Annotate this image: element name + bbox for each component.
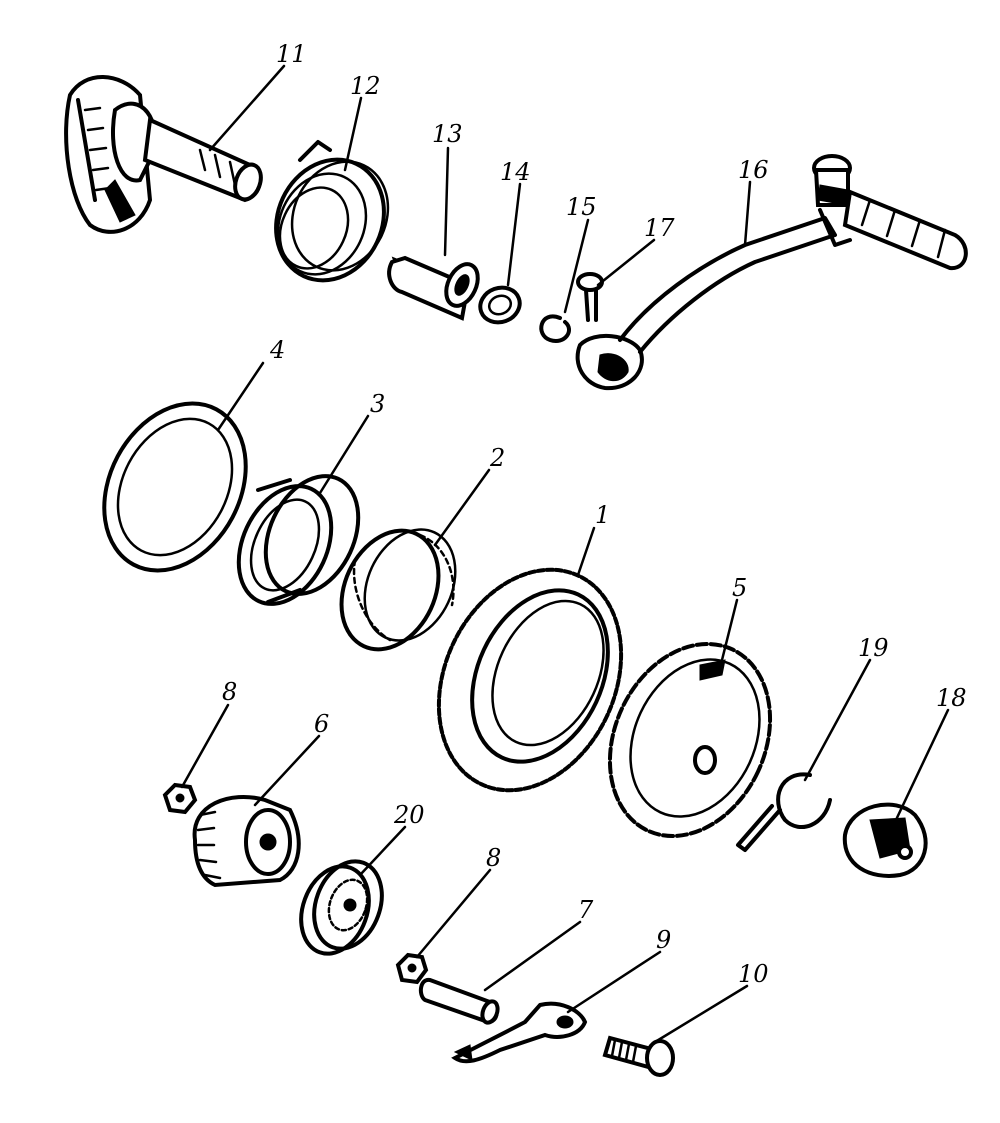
- part-18-hub: [842, 802, 928, 878]
- leader-10: [653, 984, 749, 1044]
- callout-18: 18: [936, 684, 967, 712]
- part-1-kick-gear: [436, 567, 624, 793]
- leader-1: [576, 526, 596, 577]
- callout-10: 10: [738, 960, 769, 988]
- part-14-washer: [478, 285, 522, 325]
- callout-labels: 11 12 13 14 15 16 17 4 3 2 1 5 19 18 8 6…: [222, 40, 967, 988]
- leader-18: [893, 708, 950, 824]
- part-5-ratchet: [607, 641, 773, 839]
- leader-11: [208, 64, 286, 152]
- callout-2: 2: [489, 444, 505, 472]
- part-17-bolt: [576, 272, 604, 322]
- part-12-spring: [274, 140, 390, 283]
- leader-16: [743, 180, 752, 247]
- leader-12: [343, 96, 363, 172]
- leader-2: [433, 468, 491, 547]
- leader-6: [253, 734, 321, 807]
- callout-8-upper: 8: [222, 678, 237, 706]
- callout-14: 14: [500, 158, 531, 186]
- callout-17: 17: [644, 214, 675, 242]
- callout-1: 1: [595, 501, 610, 529]
- part-15-circlip: [539, 314, 571, 343]
- callout-15: 15: [566, 193, 597, 221]
- part-19-spring-clip: [736, 772, 832, 852]
- callout-16: 16: [738, 156, 769, 184]
- callout-4: 4: [269, 336, 285, 364]
- leader-3: [318, 414, 370, 495]
- leader-4: [216, 361, 265, 432]
- callout-6: 6: [314, 710, 329, 738]
- part-10-bolt: [602, 1035, 675, 1077]
- part-8-nut-lower: [395, 952, 429, 985]
- callout-7: 7: [578, 896, 594, 924]
- leader-17: [596, 238, 656, 287]
- callout-3: 3: [370, 390, 385, 418]
- part-9-lever-arm: [451, 1001, 588, 1064]
- callout-5: 5: [732, 574, 747, 602]
- part-11-kick-shaft: [64, 75, 263, 234]
- part-6-gear: [192, 794, 301, 888]
- leader-20: [358, 825, 407, 877]
- part-2-needle-bearing: [339, 528, 457, 652]
- part-13-bush: [387, 255, 480, 321]
- leader-lines: [180, 64, 950, 1044]
- leader-5: [718, 598, 739, 670]
- leader-7: [483, 920, 582, 992]
- callout-19: 19: [858, 634, 889, 662]
- part-16-kick-lever: [575, 154, 968, 391]
- callout-12: 12: [350, 72, 381, 100]
- leader-8-lower: [415, 868, 492, 959]
- part-20-ball-bearing: [299, 859, 384, 956]
- leader-19: [803, 658, 872, 782]
- part-4-ring: [102, 401, 248, 573]
- callout-11: 11: [276, 40, 307, 68]
- leader-8-upper: [180, 703, 230, 789]
- callout-9: 9: [656, 926, 671, 954]
- callout-13: 13: [432, 120, 463, 148]
- callout-8-lower: 8: [486, 844, 501, 872]
- part-7-pin: [418, 977, 500, 1025]
- callout-20: 20: [393, 801, 425, 829]
- leader-9: [566, 950, 662, 1014]
- leader-13: [443, 146, 450, 257]
- leader-14: [506, 182, 522, 287]
- leader-15: [563, 218, 590, 314]
- part-8-nut-upper: [162, 782, 198, 815]
- part-3-race: [236, 474, 361, 606]
